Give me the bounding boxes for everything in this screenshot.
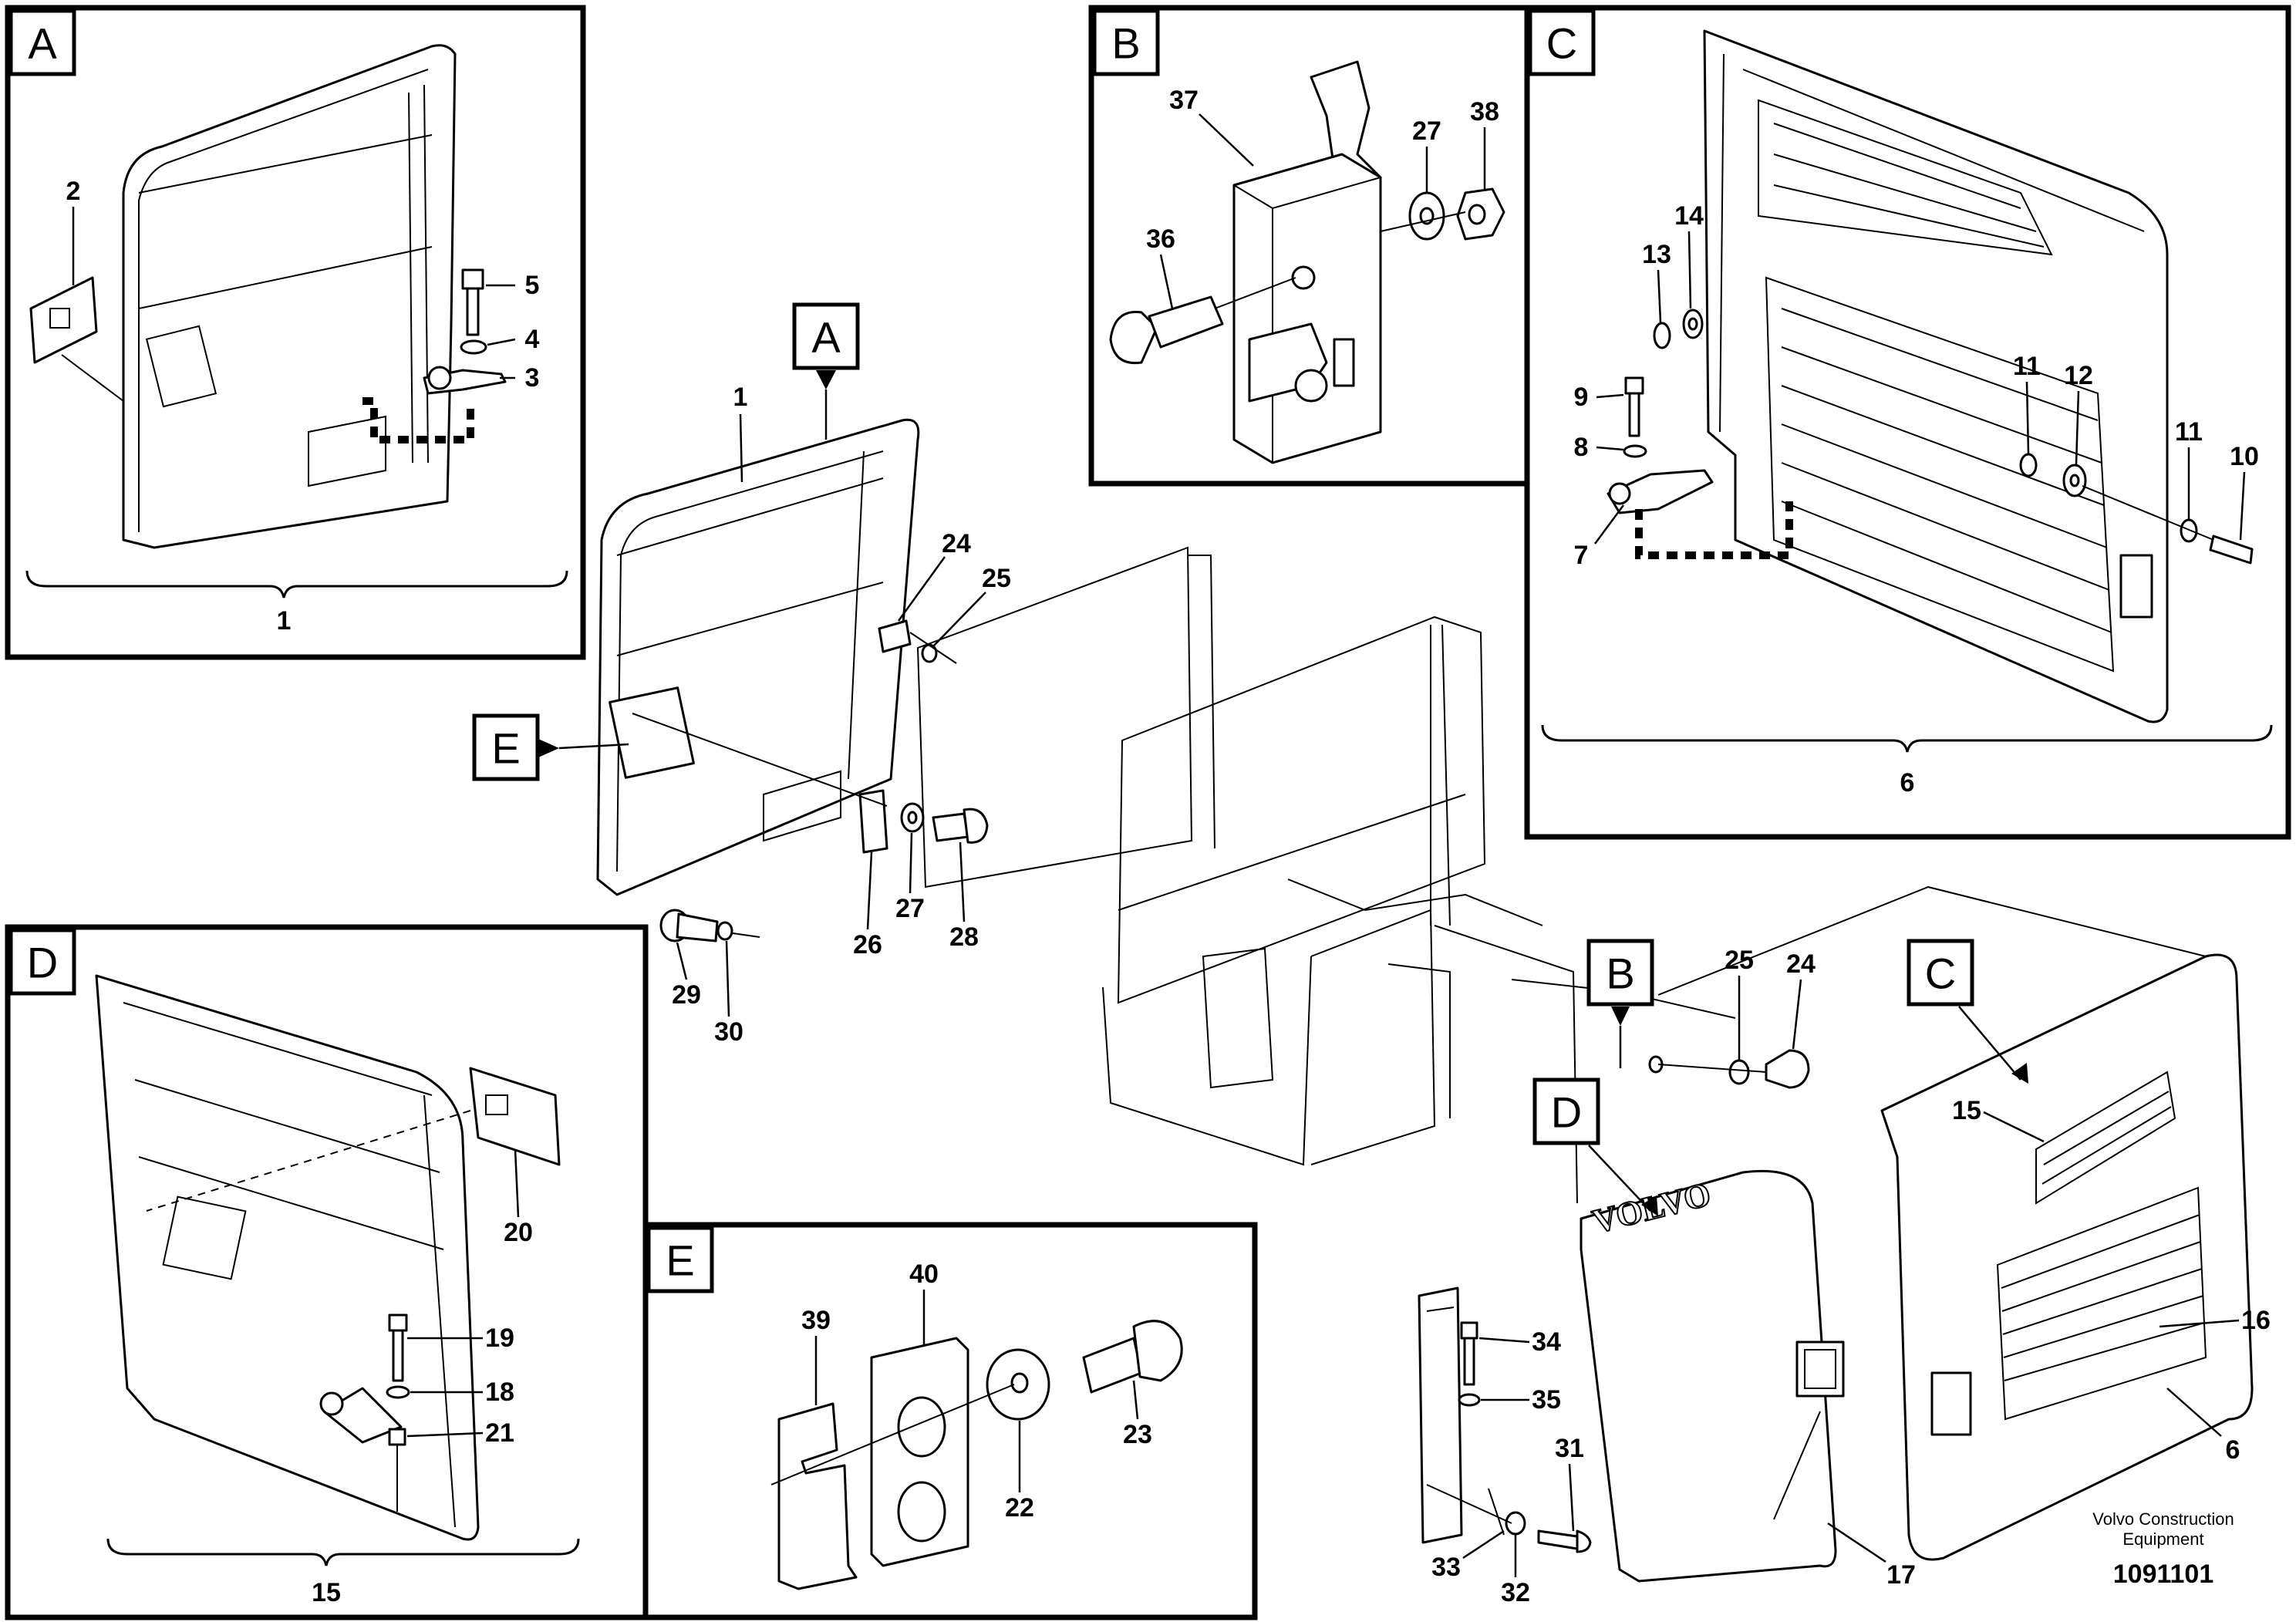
panel-d-assembly: 15 bbox=[312, 1578, 341, 1607]
footer: Volvo Construction Equipment 1091101 bbox=[2092, 1509, 2234, 1589]
callout-38: 38 bbox=[1470, 97, 1499, 126]
main-tag-b: B bbox=[1606, 949, 1634, 998]
main-callout-26: 26 bbox=[853, 930, 882, 959]
panel-a: A 2 5 4 3 1 bbox=[5, 5, 586, 660]
panel-c-assembly: 6 bbox=[1900, 768, 1915, 798]
callout-2: 2 bbox=[66, 177, 81, 206]
main-callout-15: 15 bbox=[1952, 1096, 1981, 1125]
main-callout-31: 31 bbox=[1555, 1434, 1584, 1463]
main-callout-32: 32 bbox=[1501, 1578, 1530, 1607]
panel-a-assembly: 1 bbox=[277, 606, 292, 636]
main-callout-24b: 24 bbox=[1786, 949, 1816, 979]
callout-37: 37 bbox=[1169, 86, 1199, 115]
main-callout-35: 35 bbox=[1532, 1385, 1561, 1415]
main-callout-34: 34 bbox=[1532, 1327, 1561, 1357]
callout-5: 5 bbox=[525, 271, 540, 300]
callout-22: 22 bbox=[1005, 1493, 1034, 1523]
panel-a-tag: A bbox=[28, 19, 57, 68]
callout-21: 21 bbox=[485, 1418, 514, 1448]
main-callout-24: 24 bbox=[942, 529, 971, 558]
callout-10: 10 bbox=[2230, 442, 2259, 471]
callout-19: 19 bbox=[485, 1324, 514, 1353]
panel-c-tag: C bbox=[1546, 19, 1577, 68]
panel-c: C 14 13 9 bbox=[1524, 5, 2291, 840]
callout-40: 40 bbox=[909, 1259, 939, 1289]
main-callout-16: 16 bbox=[2241, 1306, 2271, 1335]
panel-b: B 37 27 38 36 bbox=[1088, 5, 1530, 487]
callout-23: 23 bbox=[1123, 1420, 1152, 1449]
panel-e-tag: E bbox=[666, 1236, 694, 1285]
main-callout-29: 29 bbox=[672, 980, 701, 1010]
company-name-line2: Equipment bbox=[2122, 1529, 2203, 1549]
main-tag-e: E bbox=[491, 724, 520, 773]
panel-e: E 39 40 22 23 bbox=[642, 1222, 1258, 1620]
panel-d: D 20 19 18 21 15 bbox=[5, 924, 649, 1620]
main-callout-30: 30 bbox=[714, 1017, 743, 1047]
callout-20: 20 bbox=[504, 1218, 533, 1247]
callout-18: 18 bbox=[485, 1378, 514, 1407]
callout-8: 8 bbox=[1574, 433, 1589, 462]
callout-11a: 11 bbox=[2013, 352, 2041, 381]
callout-12: 12 bbox=[2064, 361, 2093, 390]
main-tag-d: D bbox=[1551, 1088, 1582, 1137]
main-callout-6: 6 bbox=[2226, 1435, 2240, 1465]
panel-b-tag: B bbox=[1111, 19, 1140, 68]
callout-39: 39 bbox=[801, 1306, 831, 1335]
main-callout-27: 27 bbox=[895, 894, 925, 923]
drawing-number: 1091101 bbox=[2113, 1560, 2214, 1589]
panel-d-tag: D bbox=[27, 939, 58, 987]
main-tag-c: C bbox=[1925, 949, 1956, 998]
callout-4: 4 bbox=[525, 325, 540, 354]
callout-7: 7 bbox=[1574, 541, 1589, 570]
callout-11b: 11 bbox=[2175, 417, 2203, 447]
main-callout-25b: 25 bbox=[1725, 946, 1754, 975]
main-callout-33: 33 bbox=[1431, 1553, 1461, 1582]
company-name-line1: Volvo Construction bbox=[2092, 1509, 2234, 1529]
main-callout-1: 1 bbox=[733, 383, 748, 412]
main-tag-a: A bbox=[811, 313, 841, 362]
callout-13: 13 bbox=[1642, 240, 1671, 269]
main-callout-25: 25 bbox=[982, 564, 1011, 593]
callout-3: 3 bbox=[525, 363, 540, 393]
callout-9: 9 bbox=[1574, 383, 1589, 412]
main-callout-17: 17 bbox=[1886, 1560, 1916, 1590]
callout-27: 27 bbox=[1412, 116, 1441, 146]
main-callout-28: 28 bbox=[949, 922, 979, 952]
callout-36: 36 bbox=[1146, 224, 1175, 254]
callout-14: 14 bbox=[1674, 201, 1704, 231]
